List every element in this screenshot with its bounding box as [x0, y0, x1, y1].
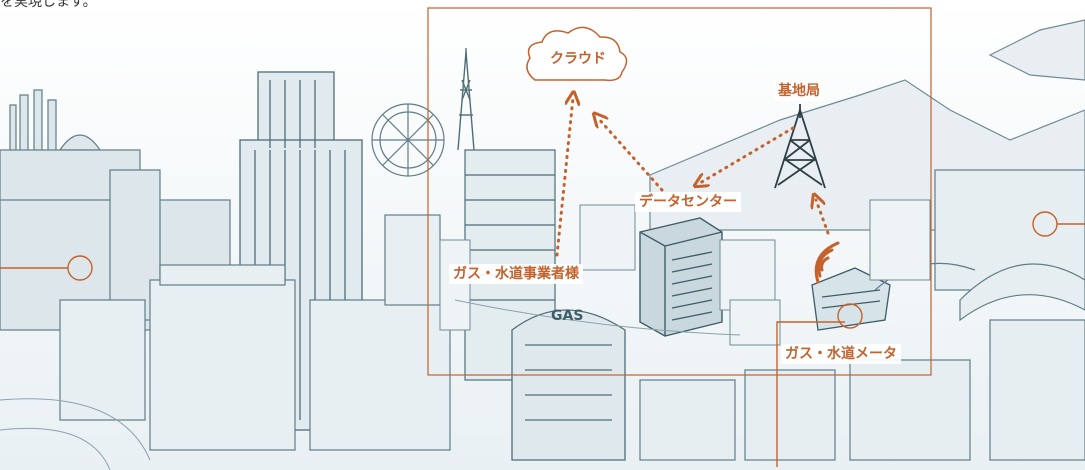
meter-label: ガス・水道メータ [781, 344, 901, 364]
data-center-label: データセンター [635, 192, 741, 212]
ferris-wheel [372, 104, 444, 176]
gas-building [512, 310, 625, 460]
header-clipped-text: を実現します。 [0, 0, 97, 11]
cloud-label: クラウド [528, 52, 628, 66]
provider-label: ガス・水道事業者様 [449, 264, 583, 284]
gas-sign: GAS [551, 308, 583, 324]
base-station-label: 基地局 [774, 81, 824, 101]
data-center-building [640, 218, 722, 336]
